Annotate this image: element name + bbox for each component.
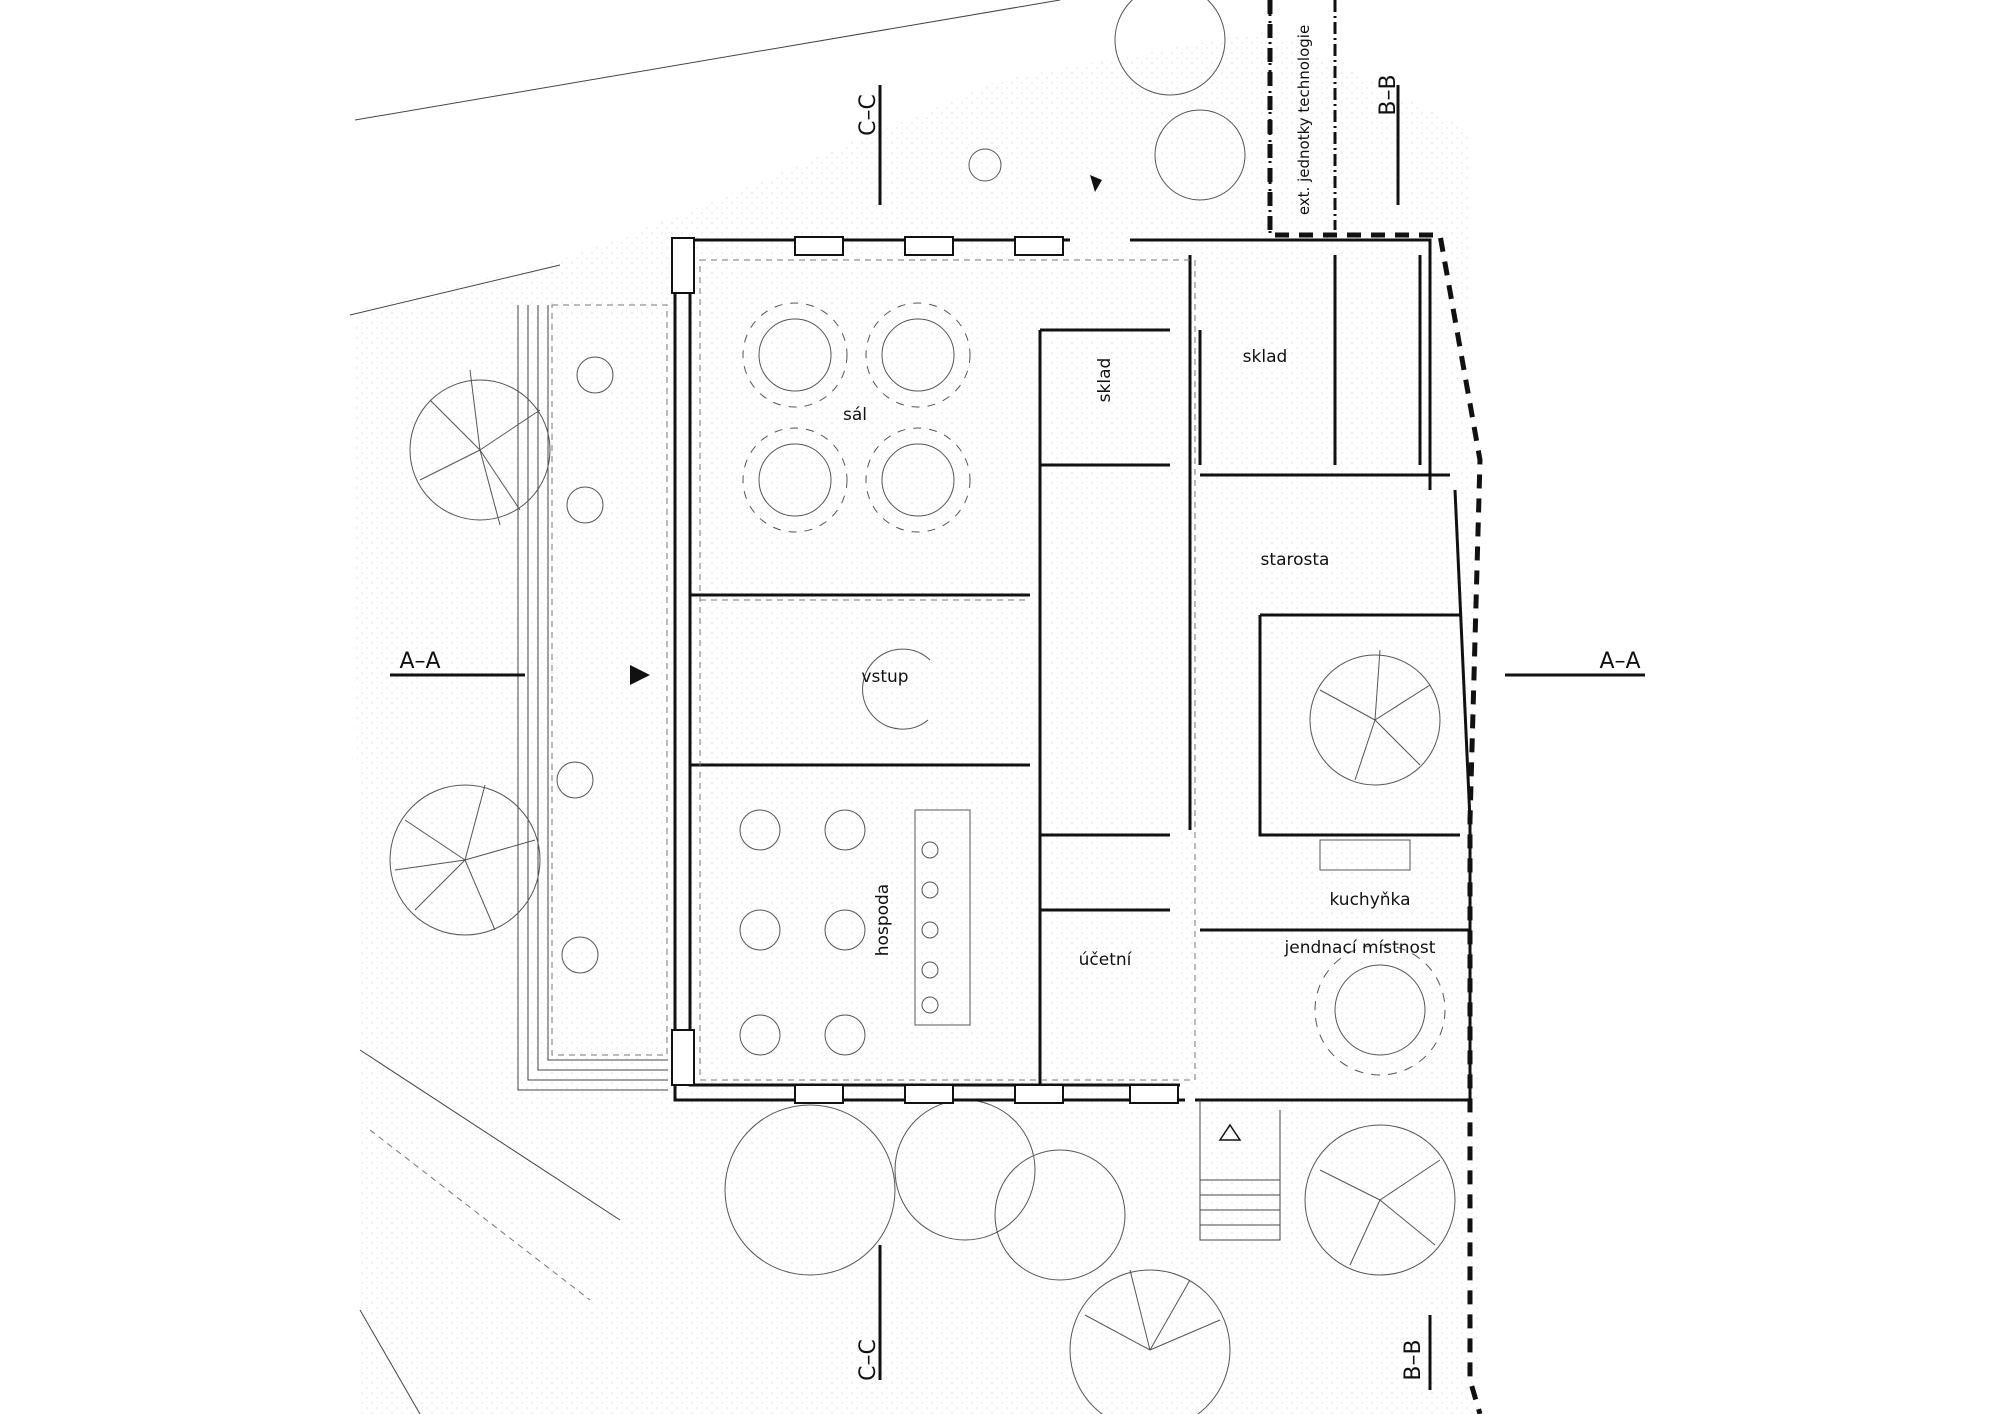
section-label-a-right: A–A xyxy=(1599,649,1640,674)
sal-tables xyxy=(742,302,971,533)
terrace-tables xyxy=(556,148,1002,974)
section-label-c-bottom: C–C xyxy=(856,1339,881,1381)
reception-counter xyxy=(862,648,931,730)
meeting-table xyxy=(1314,944,1446,1076)
section-lines xyxy=(390,85,1645,1390)
room-label-jednaci: jendnací místnost xyxy=(1284,938,1436,958)
tree-icon xyxy=(724,1099,1126,1281)
kitchen-counter xyxy=(1319,839,1411,871)
tree-icon xyxy=(1114,0,1246,201)
room-label-kuchynka: kuchyňka xyxy=(1329,890,1410,910)
interior-walls xyxy=(690,255,1470,1085)
room-label-hospoda: hospoda xyxy=(873,884,893,956)
section-label-a-left: A–A xyxy=(399,649,440,674)
room-label-sklad-1: sklad xyxy=(1095,358,1115,403)
section-label-b-top: B–B xyxy=(1376,74,1401,115)
room-label-ucetni: účetní xyxy=(1079,950,1133,970)
entrance-stairs xyxy=(1199,1100,1281,1241)
room-label-vstup: vstup xyxy=(861,667,908,687)
hospoda-furniture xyxy=(739,809,971,1056)
tree-icon xyxy=(409,369,551,526)
section-label-b-bottom: B–B xyxy=(1401,1339,1426,1380)
rear-entrance-arrow-icon xyxy=(1218,1123,1242,1141)
main-entrance-arrow-icon xyxy=(630,665,650,685)
room-label-starosta: starosta xyxy=(1261,550,1330,570)
room-label-sklad-2: sklad xyxy=(1243,347,1288,367)
building-walls xyxy=(671,236,1472,1104)
courtyard-tree-icon xyxy=(1309,649,1441,786)
tree-icon xyxy=(1304,1124,1456,1276)
property-boundary xyxy=(1267,0,1483,1414)
tree-icon xyxy=(389,784,541,936)
section-label-c-top: C–C xyxy=(856,94,881,136)
room-label-sal: sál xyxy=(843,405,867,425)
tree-icon xyxy=(1069,1269,1231,1414)
side-entrance-arrow-icon xyxy=(1090,175,1102,192)
ext-units-annotation: ext. jednotky technologie xyxy=(1295,25,1313,215)
